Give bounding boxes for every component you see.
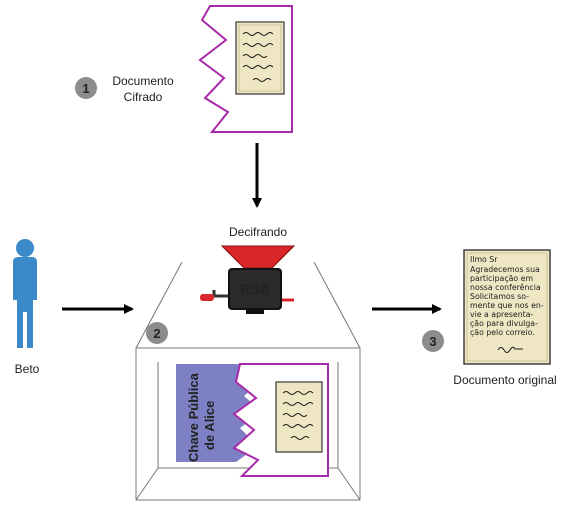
public-key-label-line2: de Alice xyxy=(202,401,217,450)
person-icon xyxy=(13,239,37,348)
letter-icon: Ilmo Sr Agradecemos sua participação em … xyxy=(463,249,551,365)
signature-icon xyxy=(497,346,523,353)
rsa-grinder-icon: RSA xyxy=(200,245,296,314)
step-number-3: 3 xyxy=(429,334,436,349)
letter-line: ção para divulga- xyxy=(470,319,538,328)
projection-lines xyxy=(135,261,361,349)
step-badge-2: 2 xyxy=(146,322,168,344)
person-label: Beto xyxy=(15,362,40,376)
encrypted-document-icon xyxy=(232,363,329,477)
letter-line: vie a apresenta- xyxy=(470,310,534,319)
step-badge-1: 1 xyxy=(75,77,97,99)
public-key-panel: Chave Pública de Alice xyxy=(176,364,262,462)
step-number-2: 2 xyxy=(153,326,160,341)
letter-line: ção pelo correio. xyxy=(470,328,535,337)
letter-line: Agradecemos sua xyxy=(470,265,540,274)
public-key-label-line1: Chave Pública xyxy=(186,372,201,462)
letter-line: Ilmo Sr xyxy=(470,255,498,264)
encrypted-document-label-line2: Cifrado xyxy=(124,90,163,104)
decrypting-label: Decifrando xyxy=(229,225,287,239)
letter-line: participação em xyxy=(470,274,533,283)
step-number-1: 1 xyxy=(82,81,89,96)
letter-line: Solicitamos so- xyxy=(470,292,529,301)
letter-line: mente que nos en- xyxy=(470,301,544,310)
rsa-label: RSA xyxy=(240,281,270,297)
step-badge-3: 3 xyxy=(422,330,444,352)
key-box xyxy=(135,347,361,501)
encrypted-document-label-line1: Documento xyxy=(112,74,174,88)
encrypted-document-icon xyxy=(198,5,293,133)
letter-line: nossa conferência xyxy=(470,283,541,292)
original-document-label: Documento original xyxy=(453,373,556,387)
